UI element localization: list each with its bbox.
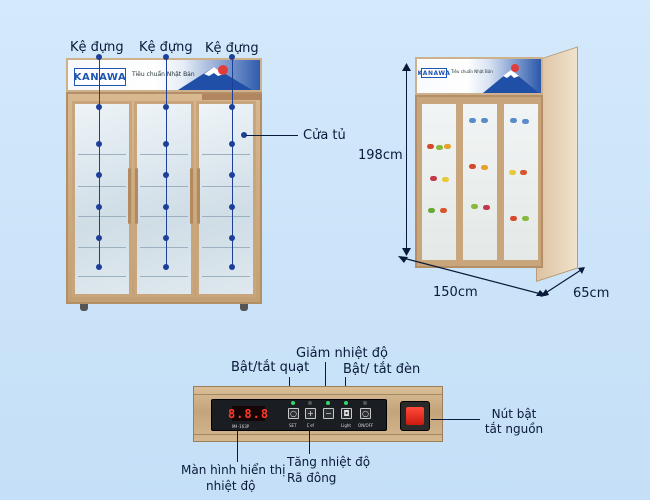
marker-dot xyxy=(163,172,169,178)
marker-dot xyxy=(163,141,169,147)
power-switch-housing xyxy=(400,401,430,431)
brand-slogan: Tiêu chuẩn Nhật Bản xyxy=(132,71,195,78)
shelf-label-middle: Kệ đựng xyxy=(139,40,193,55)
power-indicator-led xyxy=(363,401,367,405)
sun-graphic xyxy=(218,65,228,75)
temp-up-label-line2: Rã đông xyxy=(287,471,337,485)
fridge-door-middle xyxy=(461,102,499,262)
fridge-top-banner: KANAWA Tiêu chuẩn Nhật Bản xyxy=(66,58,262,92)
temp-down-button[interactable]: − xyxy=(323,408,334,419)
height-label: 198cm xyxy=(358,148,403,163)
power-switch-label: Nút bật tắt nguồn xyxy=(484,407,544,436)
light-text: Light xyxy=(341,423,351,428)
marker-dot xyxy=(96,104,102,110)
door-handle xyxy=(190,168,193,224)
marker-dot xyxy=(163,264,169,270)
marker-dot xyxy=(229,54,235,60)
shelf-marker-line xyxy=(99,57,100,269)
marker-dot xyxy=(229,264,235,270)
light-indicator-led xyxy=(344,401,348,405)
shelf-marker-line xyxy=(232,57,233,269)
arrow-up-icon xyxy=(402,63,411,71)
height-dimension-line xyxy=(406,67,407,252)
brand-slogan: Tiêu chuẩn Nhật Bản xyxy=(451,69,493,74)
status-led xyxy=(308,401,312,405)
door-pointer-line xyxy=(246,135,298,136)
fan-indicator-led xyxy=(291,401,295,405)
onoff-text: ON/OFF xyxy=(358,423,374,428)
temp-indicator-led xyxy=(326,401,330,405)
fridge-foot xyxy=(240,304,248,311)
door-handle xyxy=(197,168,200,224)
fridge-perspective-view: KANAWA Tiêu chuẩn Nhật Bản xyxy=(415,57,543,268)
power-rocker-switch[interactable] xyxy=(406,407,424,425)
light-toggle-label: Bật/ tắt đèn xyxy=(343,362,421,377)
width-label: 150cm xyxy=(433,285,478,300)
power-pointer-line xyxy=(431,419,480,420)
marker-dot xyxy=(229,235,235,241)
marker-dot xyxy=(96,172,102,178)
marker-dot xyxy=(163,104,169,110)
temp-down-label: Giảm nhiệt độ xyxy=(296,346,388,361)
controller-unit: 8.8.8 MK-163P ○ + − ◘ ○ SET Def Light ON… xyxy=(211,399,387,431)
light-button[interactable]: ◘ xyxy=(341,408,352,419)
display-label-line1: Màn hình hiển thị xyxy=(181,463,286,477)
mountain-graphic xyxy=(483,70,539,93)
fridge-foot xyxy=(80,304,88,311)
fridge-door-left xyxy=(420,102,458,262)
door-handle xyxy=(135,168,138,224)
pointer-line xyxy=(325,362,326,399)
fridge-door-right xyxy=(196,101,256,297)
marker-dot xyxy=(229,141,235,147)
depth-label: 65cm xyxy=(573,286,610,301)
marker-dot xyxy=(229,204,235,210)
depth-dimension-line xyxy=(540,267,585,297)
display-label-line2: nhiệt độ xyxy=(206,479,256,493)
marker-dot xyxy=(163,54,169,60)
fridge-top-banner: KANAWA Tiêu chuẩn Nhật Bản xyxy=(415,57,543,95)
door-handle xyxy=(128,168,131,224)
marker-dot xyxy=(96,264,102,270)
pointer-line xyxy=(309,424,310,454)
shelf-label-left: Kệ đựng xyxy=(70,40,124,55)
on-off-button[interactable]: ○ xyxy=(360,408,371,419)
marker-dot xyxy=(96,204,102,210)
brand-logo: KANAWA xyxy=(417,68,451,78)
marker-dot xyxy=(229,172,235,178)
shelf-marker-line xyxy=(166,57,167,269)
fan-toggle-label: Bật/tắt quạt xyxy=(231,360,310,375)
fridge-door-left xyxy=(72,101,132,297)
sun-graphic xyxy=(511,64,519,72)
door-marker-dot xyxy=(241,132,247,138)
control-panel: 8.8.8 MK-163P ○ + − ◘ ○ SET Def Light ON… xyxy=(193,386,443,442)
marker-dot xyxy=(163,235,169,241)
marker-dot xyxy=(229,104,235,110)
marker-dot xyxy=(96,141,102,147)
fridge-body xyxy=(415,95,543,268)
marker-dot xyxy=(96,54,102,60)
arrow-down-icon xyxy=(402,248,411,256)
temp-up-label-line1: Tăng nhiệt độ xyxy=(287,455,371,469)
fridge-door-right xyxy=(502,102,540,262)
brand-logo: KANAWA xyxy=(74,68,126,86)
set-button[interactable]: ○ xyxy=(288,408,299,419)
marker-dot xyxy=(96,235,102,241)
temp-up-button[interactable]: + xyxy=(305,408,316,419)
shelf-label-right: Kệ đựng xyxy=(205,41,259,56)
door-label: Cửa tủ xyxy=(303,128,346,143)
mountain-graphic xyxy=(178,67,252,90)
pointer-line xyxy=(237,424,238,462)
marker-dot xyxy=(163,204,169,210)
def-text: Def xyxy=(307,423,314,428)
set-text: SET xyxy=(289,423,297,428)
temperature-display: 8.8.8 xyxy=(227,406,270,421)
